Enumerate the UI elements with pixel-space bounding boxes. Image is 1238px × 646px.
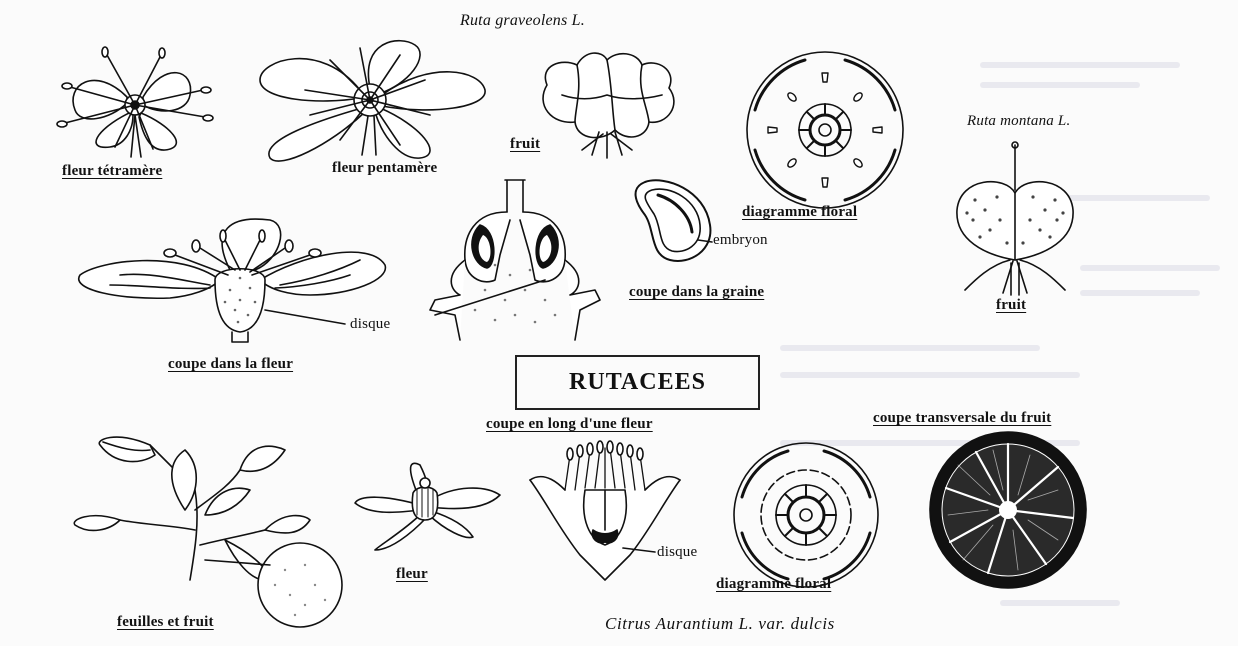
label-feuilles-fruit: feuilles et fruit [117,614,214,631]
family-title: RUTACEES [569,369,706,396]
label-fleur-tetramere: fleur tétramère [62,163,162,180]
species-citrus: Citrus Aurantium L. var. dulcis [605,614,835,634]
seed-section-drawing [636,180,712,261]
label-diagramme-floral-2: diagramme floral [716,576,831,593]
floral-diagram-2-drawing [734,443,878,587]
label-disque-1: disque [350,316,390,333]
orange-cross-section-drawing [930,432,1086,588]
label-fleur-pentamere: fleur pentamère [332,160,437,177]
family-title-box: RUTACEES [515,355,760,410]
fruit-graveolens-drawing [543,53,674,158]
species-ruta-montana: Ruta montana L. [967,113,1070,130]
label-embryon: embryon [713,232,768,249]
label-coupe-graine: coupe dans la graine [629,284,764,301]
label-disque-2: disque [657,544,697,561]
flower-tetramerous-drawing [57,47,213,157]
longitudinal-section-drawing [430,180,600,340]
label-diagramme-floral-1: diagramme floral [742,204,857,221]
citrus-flower-drawing [355,463,500,550]
label-fruit-2: fruit [996,297,1026,314]
label-coupe-long: coupe en long d'une fleur [486,416,653,433]
label-fleur: fleur [396,566,428,583]
leaves-and-fruit-drawing [74,437,342,627]
label-coupe-fleur: coupe dans la fleur [168,356,293,373]
flower-pentamerous-drawing [260,41,485,161]
label-fruit-1: fruit [510,136,540,153]
floral-diagram-1-drawing [747,52,903,208]
flower-section-drawing [79,219,386,342]
fruit-montana-drawing [957,142,1073,295]
label-coupe-transversale: coupe transversale du fruit [873,410,1051,427]
species-ruta-graveolens: Ruta graveolens L. [460,12,585,30]
